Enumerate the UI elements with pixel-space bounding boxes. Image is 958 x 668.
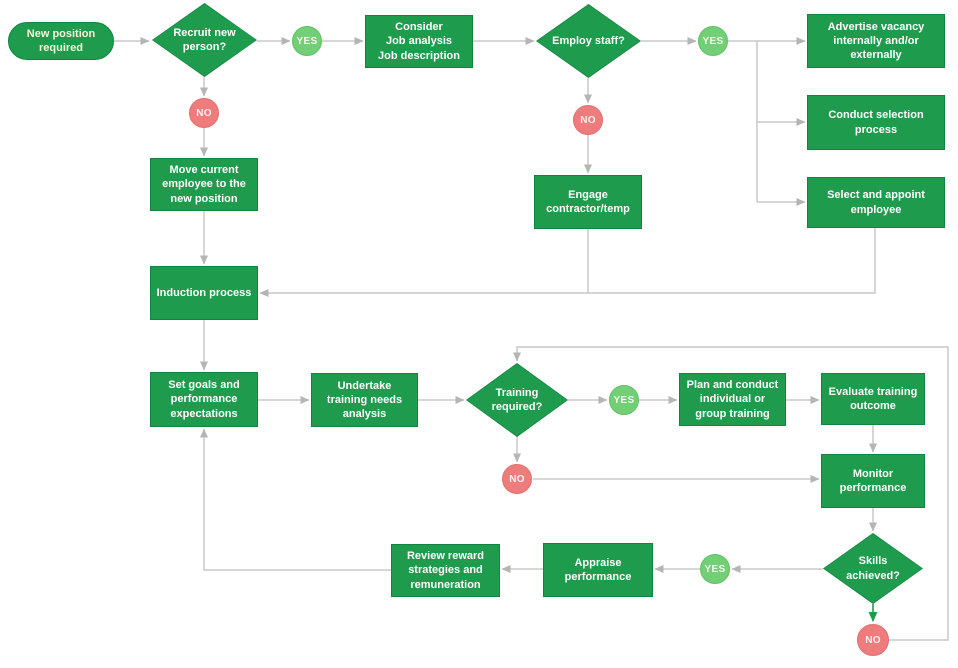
node-set-goals-expectations: Set goals and performance expectations <box>150 372 258 427</box>
node-evaluate-training-outcome: Evaluate training outcome <box>821 373 925 425</box>
yes-text: YES <box>702 35 724 47</box>
node-conduct-selection-process: Conduct selection process <box>807 95 945 150</box>
node-label: Recruit new person? <box>173 26 236 53</box>
no-text: NO <box>865 634 881 646</box>
node-label: Consider Job analysis Job description <box>378 21 460 62</box>
node-label: Evaluate training outcome <box>828 385 918 412</box>
node-label: Move current employee to the new positio… <box>162 164 246 205</box>
branch-label-employ-yes: YES <box>698 26 728 56</box>
branch-label-employ-no: NO <box>573 105 603 135</box>
yes-text: YES <box>704 563 726 575</box>
node-label: Induction process <box>156 286 252 299</box>
node-label: Appraise performance <box>564 556 632 583</box>
edge-review-setgoals <box>200 428 391 571</box>
node-plan-conduct-training: Plan and conduct individual or group tra… <box>679 373 786 426</box>
edge-skillsno-loop <box>513 346 949 641</box>
node-induction-process: Induction process <box>150 266 258 320</box>
node-appraise-performance: Appraise performance <box>543 543 653 597</box>
node-new-position-required: New position required <box>8 22 114 60</box>
node-undertake-training-needs: Undertake training needs analysis <box>311 373 418 427</box>
yes-text: YES <box>613 394 635 406</box>
node-label: Set goals and performance expectations <box>168 379 240 420</box>
node-label: Skills achieved? <box>846 555 900 582</box>
no-text: NO <box>580 114 596 126</box>
branch-label-training-no: NO <box>502 464 532 494</box>
node-label: Advertise vacancy internally and/or exte… <box>827 20 925 62</box>
branch-label-skills-no: NO <box>857 624 889 656</box>
node-review-reward-strategies: Review reward strategies and remuneratio… <box>391 544 500 597</box>
yes-text: YES <box>296 35 318 47</box>
node-label: Select and appoint employee <box>827 189 925 216</box>
no-text: NO <box>509 473 525 485</box>
node-label: Training required? <box>491 386 543 413</box>
node-label: Monitor performance <box>839 467 907 494</box>
node-label: Plan and conduct individual or group tra… <box>686 379 779 420</box>
node-label: Conduct selection process <box>828 109 924 136</box>
node-move-current-employee: Move current employee to the new positio… <box>150 158 258 211</box>
node-label: Employ staff? <box>552 34 625 47</box>
no-text: NO <box>196 107 212 119</box>
node-consider-job-analysis: Consider Job analysis Job description <box>365 15 473 68</box>
branch-label-training-yes: YES <box>609 385 639 415</box>
node-select-appoint-employee: Select and appoint employee <box>807 177 945 228</box>
node-engage-contractor-temp: Engage contractor/temp <box>534 175 642 229</box>
node-monitor-performance: Monitor performance <box>821 454 925 508</box>
edge-select-induction <box>259 228 876 297</box>
node-label: New position required <box>26 27 96 54</box>
branch-label-skills-yes: YES <box>700 554 730 584</box>
node-advertise-vacancy: Advertise vacancy internally and/or exte… <box>807 14 945 68</box>
branch-label-recruit-no: NO <box>189 98 219 128</box>
node-label: Undertake training needs analysis <box>326 379 403 421</box>
branch-label-recruit-yes: YES <box>292 26 322 56</box>
node-label: Engage contractor/temp <box>546 188 630 215</box>
node-label: Review reward strategies and remuneratio… <box>406 550 485 591</box>
